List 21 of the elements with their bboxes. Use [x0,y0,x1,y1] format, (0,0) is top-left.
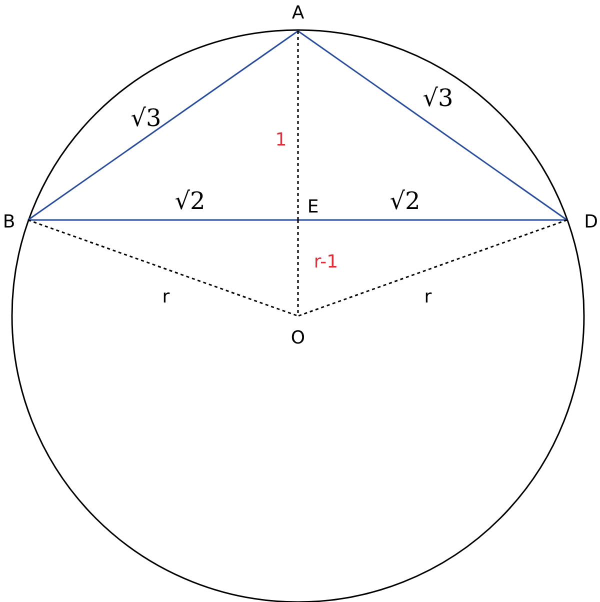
edge-label: √2 [390,187,420,215]
edge-label: √2 [174,187,206,215]
point-label: E [307,196,319,218]
dashed-line [297,31,299,220]
edge-label: r [162,286,170,308]
point-label: O [290,328,306,348]
line-segment [28,219,298,221]
edge-label: 1 [275,130,287,150]
edge-label: √3 [422,84,454,112]
point-label: B [2,212,16,232]
line-segment [298,219,567,221]
edge-label: √3 [130,104,162,132]
edge-label: r-1 [314,252,338,272]
dashed-line [28,219,298,317]
dashed-line [297,220,299,316]
point-label: D [584,212,598,232]
line-segment [28,30,298,221]
dashed-line [298,219,568,317]
edge-label: r [424,286,432,308]
line-segment [298,30,568,221]
point-label: A [292,2,304,24]
